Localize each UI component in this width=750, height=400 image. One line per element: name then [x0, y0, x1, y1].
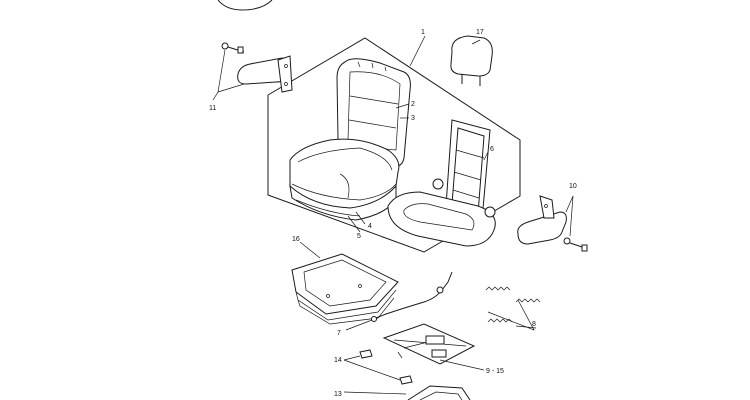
leader-lines — [212, 35, 574, 395]
label-part-7: 7 — [337, 330, 341, 337]
label-part-5: 5 — [357, 233, 361, 240]
label-part-3: 3 — [411, 115, 415, 122]
headrest — [450, 35, 493, 86]
seat-cushion — [289, 138, 400, 221]
seat-frame — [387, 119, 496, 247]
slide-mechanism — [382, 323, 476, 365]
label-part-17: 17 — [476, 29, 484, 36]
right-armrest — [517, 195, 588, 252]
left-armrest — [221, 42, 293, 93]
label-part-9-15: 9 - 15 — [486, 368, 504, 375]
label-part-13: 13 — [334, 391, 342, 398]
pads — [359, 349, 413, 385]
label-part-2: 2 — [411, 101, 415, 108]
label-part-11: 11 — [209, 105, 216, 112]
label-part-1: 1 — [421, 29, 425, 36]
assembly-frame — [267, 37, 521, 253]
adjust-cable — [371, 271, 453, 322]
base-plate — [407, 385, 471, 400]
label-part-10: 10 — [569, 183, 577, 190]
label-part-16: 16 — [292, 236, 300, 243]
label-part-4: 4 — [368, 223, 372, 230]
label-part-6: 6 — [490, 146, 494, 153]
suspension-cover — [291, 253, 399, 325]
top-partial-part — [217, 0, 273, 11]
label-part-8: 8 — [532, 321, 536, 328]
label-part-14: 14 — [334, 357, 342, 364]
